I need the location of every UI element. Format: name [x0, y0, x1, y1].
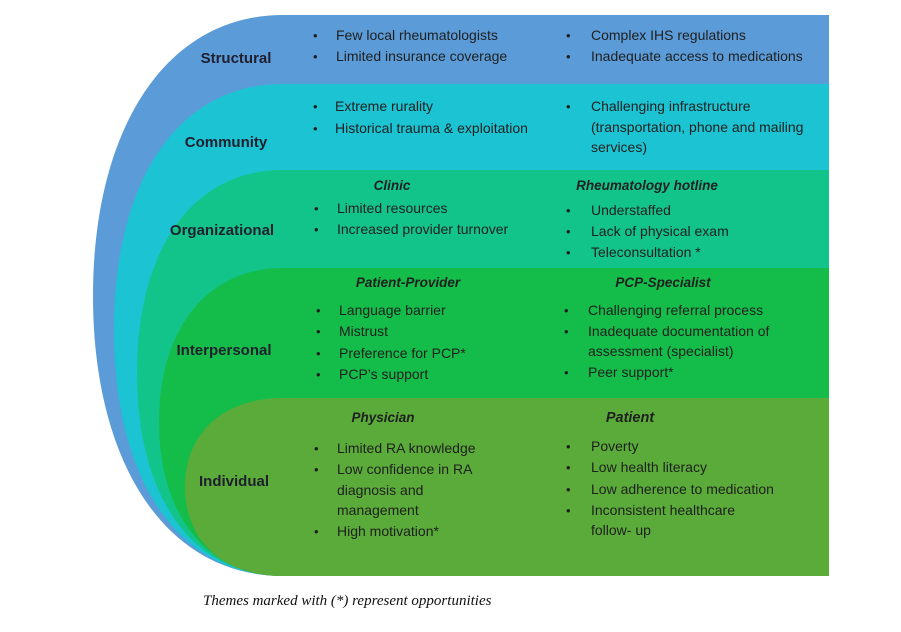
interpersonal-right-item: Inadequate documentation of: [588, 323, 769, 339]
organizational-right-item: Teleconsultation *: [591, 244, 701, 260]
interpersonal-left-item: Mistrust: [339, 323, 388, 339]
organizational-right-heading: Rheumatology hotline: [576, 178, 718, 193]
interpersonal-right-heading: PCP-Specialist: [615, 275, 711, 290]
individual-band: [185, 398, 829, 576]
bullet-icon: •: [566, 49, 571, 64]
community-left-item: Historical trauma & exploitation: [335, 120, 528, 136]
bullet-icon: •: [313, 121, 318, 136]
individual-right-item: follow- up: [591, 522, 651, 538]
interpersonal-left-heading: Patient-Provider: [356, 275, 461, 290]
bullet-icon: •: [314, 462, 319, 477]
organizational-right-item: Understaffed: [591, 202, 671, 218]
bullet-icon: •: [313, 28, 318, 43]
interpersonal-right-item: Peer support*: [588, 364, 674, 380]
interpersonal-right-item: Challenging referral process: [588, 302, 763, 318]
bullet-icon: •: [566, 245, 571, 260]
interpersonal-right-item: assessment (specialist): [588, 343, 734, 359]
organizational-right-item: Lack of physical exam: [591, 223, 729, 239]
organizational-left-item: Limited resources: [337, 200, 448, 216]
bullet-icon: •: [566, 503, 571, 518]
bullet-icon: •: [316, 367, 321, 382]
level-label-individual: Individual: [199, 473, 269, 490]
individual-shape: [185, 398, 829, 576]
bullet-icon: •: [566, 460, 571, 475]
community-left-item: Extreme rurality: [335, 98, 433, 114]
bullet-icon: •: [566, 482, 571, 497]
individual-left-item: High motivation*: [337, 523, 439, 539]
bullet-icon: •: [316, 303, 321, 318]
bullet-icon: •: [313, 99, 318, 114]
bullet-icon: •: [564, 303, 569, 318]
bullet-icon: •: [314, 441, 319, 456]
level-label-interpersonal: Interpersonal: [176, 342, 271, 359]
level-label-organizational: Organizational: [170, 222, 274, 239]
interpersonal-left-item: PCP’s support: [339, 366, 428, 382]
structural-left-item: Limited insurance coverage: [336, 48, 507, 64]
structural-right-item: Inadequate access to medications: [591, 48, 803, 64]
individual-left-heading: Physician: [351, 410, 414, 425]
footnote-caption: Themes marked with (*) represent opportu…: [203, 593, 492, 609]
bullet-icon: •: [566, 28, 571, 43]
individual-right-item: Low health literacy: [591, 459, 707, 475]
bullet-icon: •: [314, 524, 319, 539]
community-right-item: services): [591, 139, 647, 155]
bullet-icon: •: [566, 99, 571, 114]
individual-right-item: Inconsistent healthcare: [591, 502, 735, 518]
level-label-community: Community: [185, 134, 268, 151]
bullet-icon: •: [316, 346, 321, 361]
bullet-icon: •: [566, 203, 571, 218]
organizational-left-item: Increased provider turnover: [337, 221, 509, 237]
bullet-icon: •: [313, 49, 318, 64]
bullet-icon: •: [316, 324, 321, 339]
individual-left-item: diagnosis and: [337, 482, 423, 498]
individual-right-heading: Patient: [606, 410, 656, 426]
community-right-item: Challenging infrastructure: [591, 98, 751, 114]
individual-right-item: Low adherence to medication: [591, 481, 774, 497]
bullet-icon: •: [564, 365, 569, 380]
organizational-left-heading: Clinic: [374, 178, 411, 193]
bullet-icon: •: [566, 224, 571, 239]
bullet-icon: •: [314, 222, 319, 237]
individual-right-item: Poverty: [591, 438, 638, 454]
individual-left-item: Limited RA knowledge: [337, 440, 476, 456]
level-label-structural: Structural: [201, 50, 272, 67]
structural-left-item: Few local rheumatologists: [336, 27, 498, 43]
interpersonal-left-item: Language barrier: [339, 302, 446, 318]
bullet-icon: •: [314, 201, 319, 216]
interpersonal-left-item: Preference for PCP*: [339, 345, 466, 361]
individual-left-item: Low confidence in RA: [337, 461, 473, 477]
structural-right-item: Complex IHS regulations: [591, 27, 746, 43]
bullet-icon: •: [566, 439, 571, 454]
individual-left-item: management: [337, 502, 419, 518]
community-right-item: (transportation, phone and mailing: [591, 119, 803, 135]
bullet-icon: •: [564, 324, 569, 339]
